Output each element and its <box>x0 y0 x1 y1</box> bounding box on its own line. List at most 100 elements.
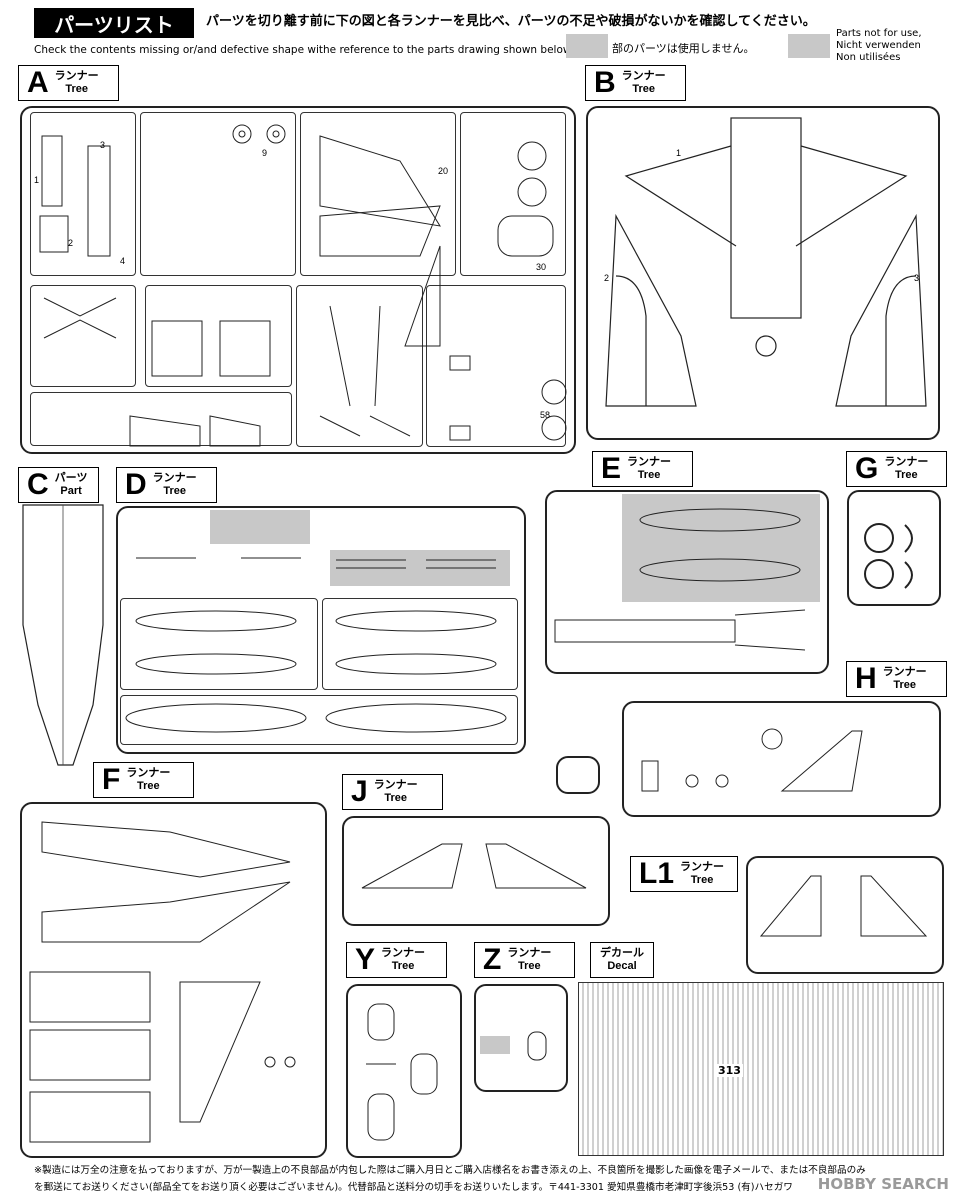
unused-parts-d <box>210 510 310 544</box>
part-number: 30 <box>536 262 547 272</box>
watermark: HOBBY SEARCH <box>817 1175 949 1193</box>
decal-jp: デカール <box>600 947 644 959</box>
part-number: 4 <box>120 256 126 266</box>
legend-swatch-jp <box>566 34 608 58</box>
part-c-fuselage-drawing <box>22 504 104 766</box>
runner-d-frame <box>116 506 526 754</box>
unused-parts-e <box>622 494 820 602</box>
unused-parts-z <box>480 1036 510 1054</box>
runner-b-en: Tree <box>632 83 655 95</box>
runner-g-drawing <box>864 523 913 589</box>
runner-y-frame <box>346 984 462 1158</box>
runner-d-cell <box>120 598 318 690</box>
footer-line-1: ※製造には万全の注意を払っておりますが、万が一製造上の不良部品が内包した際はご購… <box>34 1165 866 1176</box>
footer-line-2: を郵送にてお送りください(部品全てをお送り頂く必要はございません)。代替部品と送… <box>34 1182 793 1193</box>
runner-l1-drawing <box>759 875 928 937</box>
runner-y-jp: ランナー <box>381 947 426 959</box>
instruction-jp: パーツを切り離す前に下の図と各ランナーを見比べ、パーツの不足や破損がないかを確認… <box>206 14 816 29</box>
runner-f-drawing <box>29 821 296 1143</box>
runner-h-drawing <box>641 728 863 792</box>
part-number: 2 <box>68 238 74 248</box>
decal-en: Decal <box>607 960 637 972</box>
runner-a-cell <box>300 112 456 276</box>
runner-a-cell <box>30 285 136 387</box>
runner-e-frame <box>545 490 829 674</box>
part-c-en: Part <box>60 485 82 497</box>
part-c-letter: C <box>27 468 49 501</box>
runner-a-cell <box>426 285 566 447</box>
runner-b-jp: ランナー <box>621 70 666 82</box>
runner-d-cell <box>120 695 518 745</box>
runner-h-frame <box>622 701 941 817</box>
runner-b-wing-drawing <box>605 117 927 407</box>
runner-g-en: Tree <box>895 469 918 481</box>
runner-a-cell <box>140 112 296 276</box>
part-number: 1 <box>34 175 40 185</box>
runner-b-frame <box>586 106 940 440</box>
runner-a-letter: A <box>27 66 49 99</box>
page-title: パーツリスト <box>34 8 194 38</box>
runner-j-en: Tree <box>384 792 407 804</box>
runner-a-frame <box>20 106 576 454</box>
runner-z-letter: Z <box>483 943 502 976</box>
runner-h-en: Tree <box>893 679 916 691</box>
runner-y-drawing <box>366 1003 438 1141</box>
runner-d-letter: D <box>125 468 147 501</box>
runner-l1-en: Tree <box>690 874 714 886</box>
part-number: 2 <box>604 273 610 283</box>
runner-a-cell <box>30 112 136 276</box>
runner-j-letter: J <box>351 775 368 808</box>
runner-d-en: Tree <box>163 485 186 497</box>
part-number: 20 <box>438 166 449 176</box>
part-c-jp: パーツ <box>54 472 88 484</box>
runner-e-en: Tree <box>637 469 661 481</box>
runner-f-frame <box>20 802 327 1158</box>
runner-g-frame <box>847 490 941 606</box>
runner-j-jp: ランナー <box>373 779 418 791</box>
runner-z-drawing <box>527 1031 547 1061</box>
runner-f-jp: ランナー <box>126 767 171 779</box>
runner-j-drawing <box>361 843 587 889</box>
runner-z-frame <box>474 984 568 1092</box>
runner-a-cell <box>296 285 423 447</box>
runner-a-jp: ランナー <box>54 70 99 82</box>
legend-jp: 部のパーツは使用しません。 <box>612 42 755 55</box>
decal-sheet <box>578 982 944 1156</box>
runner-h-tab <box>556 756 600 794</box>
runner-h-jp: ランナー <box>882 666 927 678</box>
runner-y-en: Tree <box>391 960 415 972</box>
footer-note: ※製造には万全の注意を払っておりますが、万が一製造上の不良部品が内包した際はご購… <box>34 1162 866 1196</box>
instruction-en: Check the contents missing or/and defect… <box>34 44 574 56</box>
runner-l1-frame <box>746 856 944 974</box>
runner-j-frame <box>342 816 610 926</box>
part-number: 1 <box>676 148 682 158</box>
runner-a-cell <box>460 112 566 276</box>
runner-a-en: Tree <box>65 83 88 95</box>
legend-en-line-3: Non utilisées <box>836 52 901 63</box>
runner-d-jp: ランナー <box>152 472 197 484</box>
part-number: 3 <box>914 273 920 283</box>
runner-z-jp: ランナー <box>507 947 552 959</box>
decal-code: 313 <box>716 1064 743 1077</box>
part-number: 9 <box>262 148 268 158</box>
runner-e-jp: ランナー <box>627 456 672 468</box>
legend-en-line-1: Parts not for use, <box>836 28 922 39</box>
runner-a-parts-drawing <box>39 124 567 447</box>
runner-a-cell <box>145 285 292 387</box>
runner-g-letter: G <box>855 452 879 485</box>
runner-e-drawing <box>554 508 806 651</box>
part-number: 3 <box>100 140 106 150</box>
runner-l1-letter: L1 <box>639 857 675 890</box>
runner-e-letter: E <box>601 452 622 485</box>
